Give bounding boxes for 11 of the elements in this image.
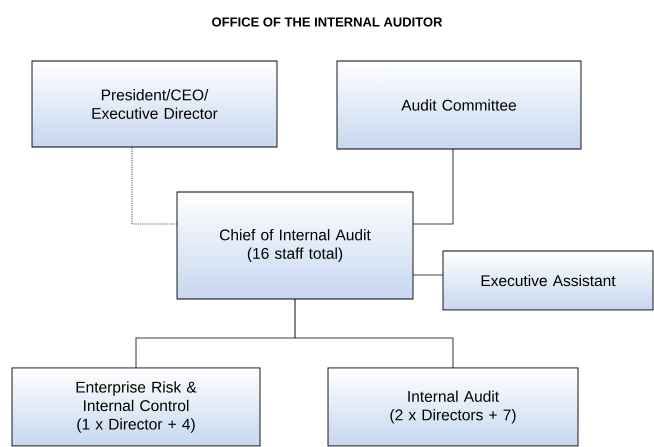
org-box: Executive Assistant — [442, 250, 654, 310]
connector-line — [413, 149, 454, 224]
org-box: Internal Audit (2 x Directors + 7) — [328, 368, 578, 446]
connector-line — [132, 147, 177, 224]
connector-line — [413, 274, 443, 276]
connector-line — [294, 299, 454, 368]
org-box: Enterprise Risk & Internal Control (1 x Director + 4) — [12, 368, 260, 446]
title: OFFICE OF THE INTERNAL AUDITOR — [212, 17, 442, 27]
org-box: Chief of Internal Audit (16 staff total) — [176, 192, 414, 300]
org-box: President/CEO/ Executive Director — [32, 60, 278, 148]
org-box: Audit Committee — [336, 60, 582, 150]
